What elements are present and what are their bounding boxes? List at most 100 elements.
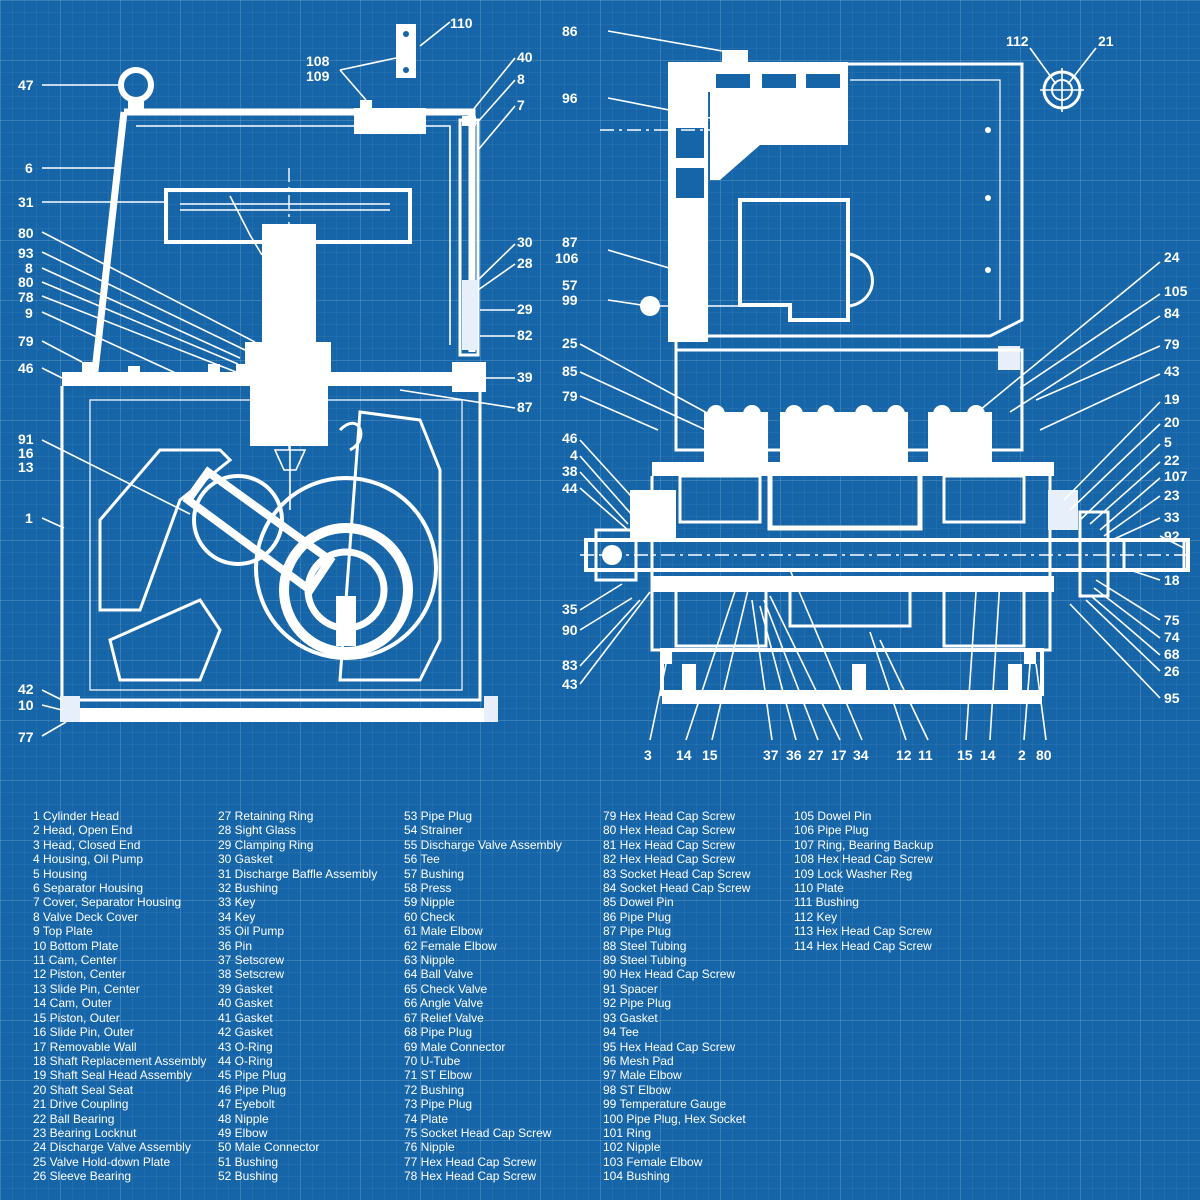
bolt-79 (82, 362, 98, 378)
callout-label: 84 (1164, 305, 1180, 321)
plate-hole-1 (403, 31, 409, 37)
foot-a (682, 664, 696, 696)
mesh-pad-slot3 (806, 74, 840, 88)
right-inner-wall (850, 79, 1001, 320)
left-lower-chamber (674, 588, 768, 648)
legend-item: 93 Gasket (603, 1010, 658, 1025)
plate-110 (396, 24, 416, 78)
callout-label: 44 (562, 480, 578, 496)
legend-item: 110 Plate (794, 881, 844, 896)
legend-item: 95 Hex Head Cap Screw (603, 1039, 736, 1054)
legend-item: 13 Slide Pin, Center (33, 981, 140, 996)
callout-label: 92 (1164, 528, 1180, 544)
callout-label: 15 (957, 747, 973, 763)
legend-item: 66 Angle Valve (404, 996, 484, 1011)
legend-item: 85 Dowel Pin (603, 895, 674, 910)
callout-label: 82 (517, 327, 533, 343)
left-leaders (41, 21, 516, 737)
legend-item: 23 Bearing Locknut (33, 1125, 137, 1140)
legend-item: 10 Bottom Plate (33, 938, 119, 953)
callout-label: 28 (517, 255, 533, 271)
legend-item: 24 Discharge Valve Assembly (33, 1140, 191, 1155)
callout-label: 33 (1164, 509, 1180, 525)
callout-label: 27 (808, 747, 824, 763)
legend-item: 40 Gasket (218, 996, 273, 1011)
callout-label: 47 (18, 77, 34, 93)
legend-item: 63 Nipple (404, 953, 455, 968)
legend-item: 12 Piston, Center (33, 967, 126, 982)
legend-item: 54 Strainer (404, 823, 463, 838)
screw-b (985, 195, 991, 201)
legend-item: 109 Lock Washer Reg (794, 866, 913, 881)
legend-item: 33 Key (218, 895, 256, 910)
baffle-wire (229, 195, 263, 256)
legend-item: 58 Press (404, 881, 452, 896)
legend-item: 91 Spacer (603, 981, 658, 996)
cavity-bottom (108, 598, 222, 682)
center-piston (767, 467, 923, 531)
housing-top-block (354, 108, 426, 134)
callout-label: 39 (517, 369, 533, 385)
right-base-plate (662, 690, 1042, 704)
piston-rod (182, 466, 336, 596)
mesh-pad (710, 92, 848, 180)
bearing-block-right (1048, 490, 1078, 530)
legend-item: 47 Eyebolt (218, 1097, 275, 1112)
callout-label: 25 (562, 335, 578, 351)
callout-label: 80 (18, 274, 34, 290)
legend-item: 114 Hex Head Cap Screw (794, 938, 932, 953)
callout-label: 85 (562, 363, 578, 379)
legend-item: 94 Tee (603, 1025, 639, 1040)
eyebolt (118, 67, 154, 103)
legend-item: 61 Male Elbow (404, 924, 483, 939)
callout-label: 10 (18, 697, 34, 713)
gasket-40 (462, 116, 476, 126)
legend-item: 42 Gasket (218, 1025, 273, 1040)
callout-label: 96 (562, 90, 578, 106)
legend-item: 100 Pipe Plug, Hex Socket (603, 1111, 746, 1126)
legend-item: 41 Gasket (218, 1010, 273, 1025)
cylinder-outline (650, 476, 1052, 652)
legend-item: 92 Pipe Plug (603, 996, 672, 1011)
callout-label: 29 (517, 301, 533, 317)
lower-block (652, 576, 1054, 592)
screw-a (985, 127, 991, 133)
legend-item: 101 Ring (603, 1125, 652, 1140)
bearing-block-left (630, 490, 676, 538)
legend-item: 38 Setscrew (218, 967, 285, 982)
pipe-plug-86 (722, 50, 748, 64)
legend-item: 6 Separator Housing (33, 881, 144, 896)
bolt-46 (62, 376, 72, 386)
callout-label: 13 (18, 459, 34, 475)
legend-item: 79 Hex Head Cap Screw (603, 809, 736, 823)
legend-item: 51 Bushing (218, 1154, 279, 1169)
cam-key (336, 596, 356, 646)
baffle-column (738, 198, 850, 322)
legend-item: 77 Hex Head Cap Screw (404, 1154, 537, 1169)
legend-item: 97 Male Elbow (603, 1068, 682, 1083)
legend-item: 17 Removable Wall (33, 1039, 137, 1054)
foot-right (484, 696, 498, 722)
legend-item: 46 Pipe Plug (218, 1082, 287, 1097)
legend-item: 7 Cover, Separator Housing (33, 895, 182, 910)
callout-label: 6 (25, 160, 33, 176)
legend-item: 82 Hex Head Cap Screw (603, 852, 736, 867)
legend-item: 49 Elbow (218, 1125, 268, 1140)
legend-item: 32 Bushing (218, 881, 279, 896)
legend-item: 36 Pin (218, 938, 253, 953)
callout-label: 43 (562, 676, 578, 692)
legend-item: 27 Retaining Ring (218, 809, 314, 823)
lower-chamber (788, 578, 912, 628)
top-plate (62, 372, 458, 386)
discharge-valves (704, 405, 992, 462)
callout-label: 22 (1164, 452, 1180, 468)
cam-bore (254, 476, 438, 660)
callout-label: 112 (1006, 33, 1029, 49)
right-lower-chamber (942, 588, 1026, 648)
callout-label: 35 (562, 601, 578, 617)
